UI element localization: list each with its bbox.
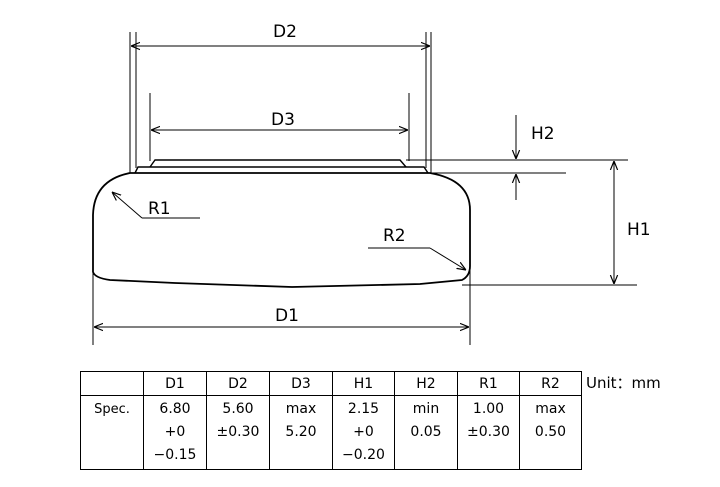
cell-line: 2.15 (347, 401, 380, 417)
d3-label: D3 (271, 110, 295, 130)
cell-outline (92, 159, 471, 288)
cell-line: max (535, 401, 566, 417)
cell-line: 6.80 (159, 401, 191, 417)
cell-line: ±0.30 (216, 424, 260, 440)
d3-cell: max 5.20 (269, 395, 333, 470)
r2-cell: max 0.50 (519, 395, 582, 470)
cell-line: 5.20 (285, 424, 317, 440)
table-header-row: D1 D2 D3 H1 H2 R1 R2 (80, 371, 582, 396)
r2-label: R2 (383, 226, 406, 246)
spec-table: D1 D2 D3 H1 H2 R1 R2 Spec. 6.80 +0 −0.15… (80, 371, 582, 470)
header-cell: D3 (269, 371, 333, 396)
header-cell: R1 (457, 371, 520, 396)
cell-line: min (412, 401, 440, 417)
r2-leader-arrow (429, 247, 466, 270)
h1-cell: 2.15 +0 −0.20 (332, 395, 395, 470)
row-label: Spec. (80, 395, 144, 470)
d2-cell: 5.60 ±0.30 (206, 395, 270, 470)
h1-label: H1 (627, 220, 651, 240)
cell-line: −0.15 (153, 447, 197, 463)
d1-label: D1 (275, 306, 299, 326)
battery-dimension-drawing: D2 D3 D1 H2 H1 R1 R2 (92, 22, 651, 345)
header-cell: H1 (332, 371, 395, 396)
unit-label: Unit：mm (586, 374, 661, 392)
d1-cell: 6.80 +0 −0.15 (143, 395, 207, 470)
cell-line: 5.60 (222, 401, 254, 417)
spec-row: Spec. 6.80 +0 −0.15 5.60 ±0.30 max 5.20 … (80, 395, 582, 470)
cell-line: −0.20 (342, 447, 385, 463)
cell-line: 0.05 (410, 424, 442, 440)
cell-line: max (285, 401, 317, 417)
h2-cell: min 0.05 (394, 395, 458, 470)
cell-line: +0 (353, 424, 374, 440)
header-cell: R2 (519, 371, 582, 396)
header-cell: H2 (394, 371, 458, 396)
cell-line: ±0.30 (467, 424, 510, 440)
r1-cell: 1.00 ±0.30 (457, 395, 520, 470)
extension-lines (92, 32, 637, 345)
dimension-lines (94, 46, 614, 327)
header-cell: D1 (143, 371, 207, 396)
cell-line: 1.00 (472, 401, 505, 417)
header-cell (80, 371, 144, 396)
r1-leader-arrow (112, 192, 143, 219)
h2-label: H2 (531, 124, 555, 144)
header-cell: D2 (206, 371, 270, 396)
cell-line: 0.50 (534, 424, 567, 440)
d2-label: D2 (273, 22, 297, 42)
r1-label: R1 (148, 199, 171, 219)
cell-line: +0 (164, 424, 186, 440)
